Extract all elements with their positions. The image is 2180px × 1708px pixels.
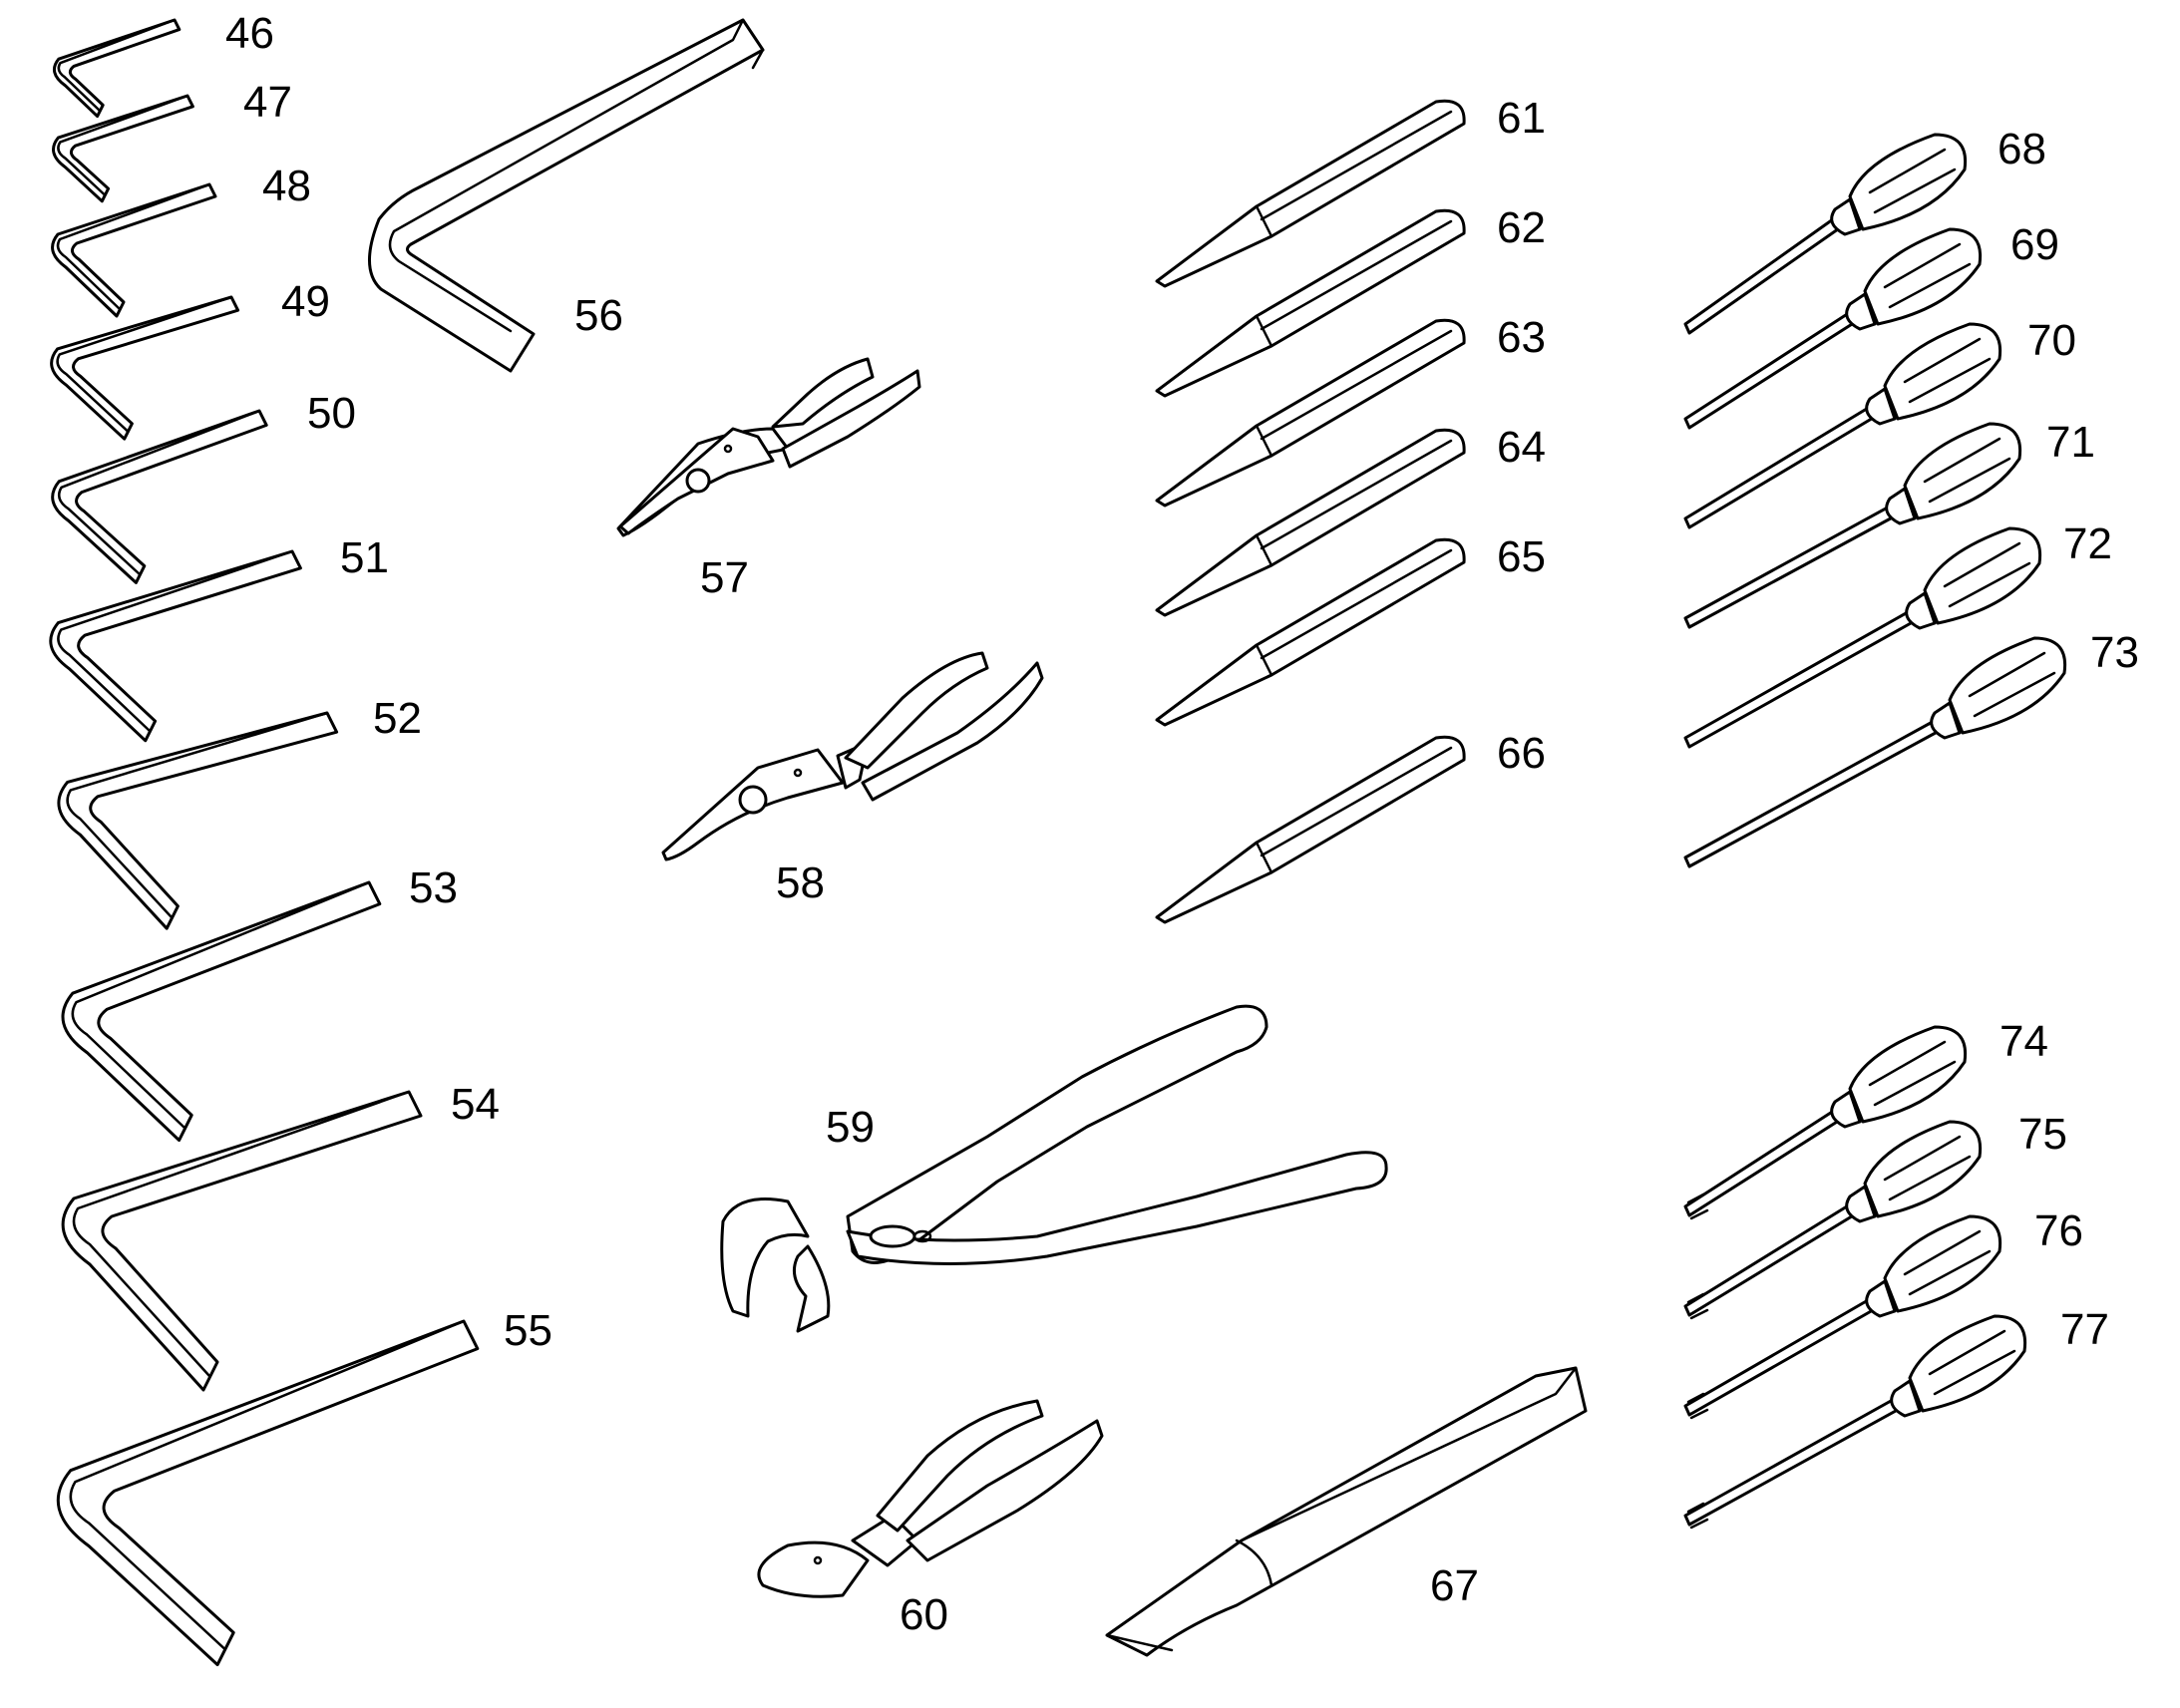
label-63: 63 xyxy=(1497,313,1546,362)
label-72: 72 xyxy=(2063,519,2112,568)
pin-punch-63 xyxy=(1155,318,1466,508)
label-75: 75 xyxy=(2018,1110,2067,1159)
hex-key-set xyxy=(49,18,480,1667)
hex-key-53 xyxy=(61,880,382,1143)
pliers-57 xyxy=(616,357,921,537)
label-51: 51 xyxy=(340,533,389,582)
hex-key-48 xyxy=(51,182,217,318)
screwdriver-70 xyxy=(1683,322,2002,529)
label-76: 76 xyxy=(2034,1206,2083,1255)
label-68: 68 xyxy=(1998,125,2046,173)
screwdriver-68 xyxy=(1683,133,1968,335)
label-77: 77 xyxy=(2060,1305,2109,1354)
screwdriver-69 xyxy=(1683,227,1983,430)
label-66: 66 xyxy=(1497,729,1546,778)
torx-screwdriver-75 xyxy=(1683,1120,1983,1320)
side-cutters-60 xyxy=(757,1399,1104,1598)
pliers-58 xyxy=(661,651,1044,861)
hex-key-52 xyxy=(57,711,339,930)
pin-punch-64 xyxy=(1155,428,1466,617)
pin-punch-set xyxy=(1155,99,1466,924)
label-53: 53 xyxy=(409,863,458,912)
label-47: 47 xyxy=(243,78,292,127)
torx-screwdriver-74 xyxy=(1683,1025,1968,1220)
hex-key-50 xyxy=(51,409,268,584)
label-55: 55 xyxy=(504,1306,552,1355)
label-60: 60 xyxy=(900,1590,948,1639)
label-71: 71 xyxy=(2046,418,2095,467)
hex-key-55 xyxy=(56,1319,480,1667)
chisel-67 xyxy=(1105,1366,1588,1657)
label-74: 74 xyxy=(1999,1017,2048,1066)
hex-key-49 xyxy=(50,295,240,441)
label-64: 64 xyxy=(1497,423,1546,472)
label-56: 56 xyxy=(574,291,623,340)
label-70: 70 xyxy=(2027,316,2076,365)
screwdriver-73 xyxy=(1683,636,2067,868)
water-pump-pliers-59 xyxy=(720,1004,1388,1333)
screwdriver-71 xyxy=(1683,422,2022,629)
hex-key-47 xyxy=(52,94,194,203)
screwdriver-72 xyxy=(1683,526,2042,749)
label-50: 50 xyxy=(307,389,356,438)
hex-key-46 xyxy=(52,18,182,119)
pin-punch-62 xyxy=(1155,208,1466,398)
hex-key-54 xyxy=(61,1090,423,1392)
label-73: 73 xyxy=(2090,628,2139,677)
label-65: 65 xyxy=(1497,532,1546,581)
label-59: 59 xyxy=(826,1103,875,1152)
label-46: 46 xyxy=(225,9,274,58)
hex-key-56 xyxy=(368,18,765,373)
label-67: 67 xyxy=(1430,1561,1479,1610)
hex-key-51 xyxy=(49,549,302,743)
label-57: 57 xyxy=(700,553,749,602)
label-48: 48 xyxy=(262,162,311,210)
part-number-labels: 46 47 48 49 50 51 52 53 54 55 56 57 58 5… xyxy=(225,9,2139,1639)
torx-screwdriver-76 xyxy=(1683,1214,2002,1420)
label-62: 62 xyxy=(1497,203,1546,252)
screwdriver-set xyxy=(1683,133,2067,1530)
pin-punch-61 xyxy=(1155,99,1466,288)
torx-screwdriver-77 xyxy=(1683,1314,2027,1530)
label-58: 58 xyxy=(776,858,825,907)
pin-punch-65 xyxy=(1155,537,1466,727)
pin-punch-66 xyxy=(1155,735,1466,924)
label-69: 69 xyxy=(2010,220,2059,269)
label-54: 54 xyxy=(451,1080,500,1129)
label-49: 49 xyxy=(281,277,330,326)
label-61: 61 xyxy=(1497,94,1546,143)
label-52: 52 xyxy=(373,694,422,743)
